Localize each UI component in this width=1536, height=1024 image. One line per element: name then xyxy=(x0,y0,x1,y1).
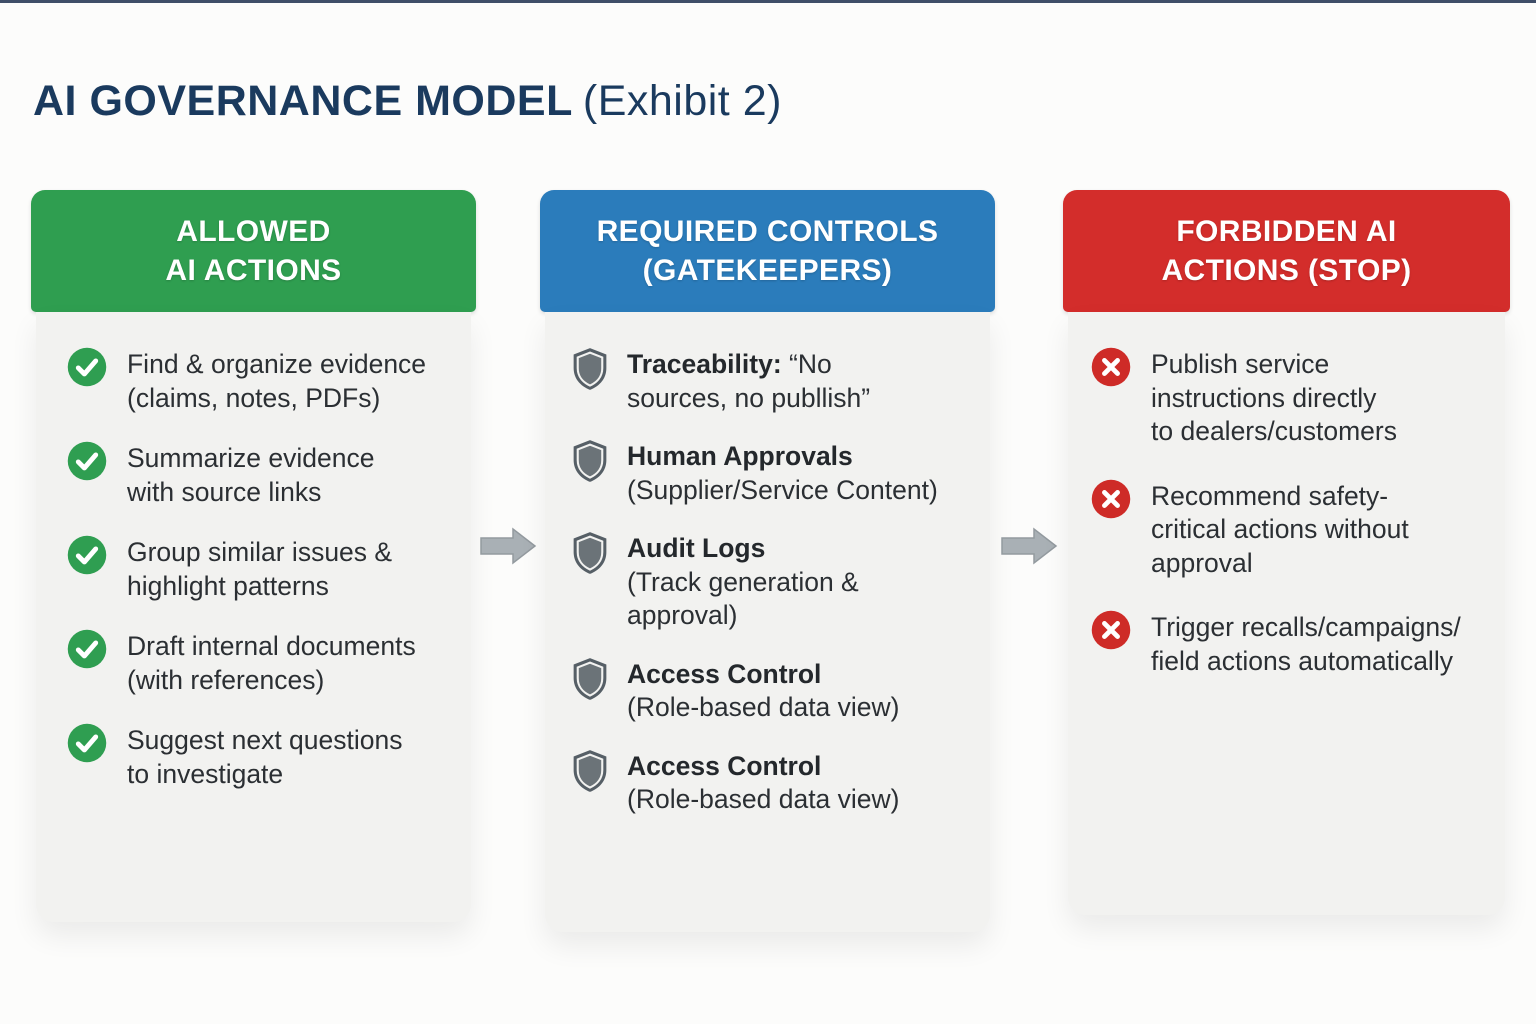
item-text: Group similar issues & highlight pattern… xyxy=(127,536,392,603)
item-text: Audit Logs (Track generation & approval) xyxy=(627,532,859,633)
x-circle-icon xyxy=(1090,346,1132,393)
column-header-required: REQUIRED CONTROLS (GATEKEEPERS) xyxy=(540,190,995,312)
item-rest: Draft internal documents (with reference… xyxy=(127,631,416,695)
item-rest: Summarize evidence with source links xyxy=(127,443,375,507)
item-text: Access Control (Role-based data view) xyxy=(627,750,900,817)
allowed-items-list: Find & organize evidence (claims, notes,… xyxy=(66,345,455,791)
list-item: Access Control (Role-based data view) xyxy=(568,655,974,725)
right-arrow-icon xyxy=(1001,527,1058,565)
shield-icon xyxy=(570,748,610,799)
item-text: Access Control (Role-based data view) xyxy=(627,658,900,725)
flow-arrow-zone xyxy=(995,526,1063,566)
item-rest: (Supplier/Service Content) xyxy=(627,474,938,505)
column-body-allowed: Find & organize evidence (claims, notes,… xyxy=(36,312,471,922)
required-items-list: Traceability: “No sources, no publlish” H… xyxy=(568,345,974,817)
item-text: Suggest next questions to investigate xyxy=(127,724,403,791)
item-rest: Recommend safety- critical actions witho… xyxy=(1151,480,1409,578)
check-circle-icon xyxy=(66,534,108,581)
item-text: Draft internal documents (with reference… xyxy=(127,630,416,697)
shield-icon xyxy=(570,438,610,489)
item-rest: (Role-based data view) xyxy=(627,692,900,722)
item-text: Summarize evidence with source links xyxy=(127,442,374,509)
list-item: Recommend safety- critical actions witho… xyxy=(1090,477,1491,581)
item-text: Recommend safety- critical actions witho… xyxy=(1151,480,1409,581)
list-item: Draft internal documents (with reference… xyxy=(66,627,455,697)
column-forbidden-ai-actions: FORBIDDEN AI ACTIONS (STOP) Publish serv… xyxy=(1063,190,1510,915)
column-header-forbidden: FORBIDDEN AI ACTIONS (STOP) xyxy=(1063,190,1510,312)
item-text: Traceability: “No sources, no publlish” xyxy=(627,348,870,415)
list-item: Summarize evidence with source links xyxy=(66,439,455,509)
top-border-strip xyxy=(0,0,1536,3)
x-circle-icon xyxy=(1090,609,1132,656)
item-lead: Traceability: xyxy=(627,349,782,379)
column-allowed-ai-actions: ALLOWED AI ACTIONS Find & organize evide… xyxy=(31,190,476,922)
column-body-required: Traceability: “No sources, no publlish” H… xyxy=(545,312,990,932)
check-circle-icon xyxy=(66,722,108,769)
list-item: Traceability: “No sources, no publlish” xyxy=(568,345,974,415)
item-rest: “No sources, no publlish” xyxy=(627,349,871,413)
column-required-controls: REQUIRED CONTROLS (GATEKEEPERS) Traceabi… xyxy=(540,190,995,932)
list-item: Audit Logs (Track generation & approval) xyxy=(568,529,974,633)
check-circle-icon xyxy=(66,440,108,487)
forbidden-items-list: Publish service instructions directly to… xyxy=(1090,345,1491,678)
item-rest: Suggest next questions to investigate xyxy=(127,725,403,789)
item-text: Find & organize evidence (claims, notes,… xyxy=(127,348,426,415)
item-rest: Trigger recalls/campaigns/ field actions… xyxy=(1151,612,1461,676)
item-rest: Publish service instructions directly to… xyxy=(1151,349,1397,446)
page-title-main: AI GOVERNANCE MODEL xyxy=(33,76,573,125)
list-item: Trigger recalls/campaigns/ field actions… xyxy=(1090,608,1491,678)
check-circle-icon xyxy=(66,346,108,393)
item-lead: Human Approvals xyxy=(627,441,853,471)
item-lead: Audit Logs xyxy=(627,533,766,563)
item-text: Publish service instructions directly to… xyxy=(1151,348,1397,449)
shield-icon xyxy=(570,530,610,581)
list-item: Group similar issues & highlight pattern… xyxy=(66,533,455,603)
x-circle-icon xyxy=(1090,478,1132,525)
page-title: AI GOVERNANCE MODEL(Exhibit 2) xyxy=(33,77,782,126)
governance-board: ALLOWED AI ACTIONS Find & organize evide… xyxy=(31,190,1510,932)
list-item: Suggest next questions to investigate xyxy=(66,721,455,791)
check-circle-icon xyxy=(66,628,108,675)
list-item: Find & organize evidence (claims, notes,… xyxy=(66,345,455,415)
list-item: Publish service instructions directly to… xyxy=(1090,345,1491,449)
item-text: Trigger recalls/campaigns/ field actions… xyxy=(1151,611,1461,678)
shield-icon xyxy=(570,656,610,707)
list-item: Access Control (Role-based data view) xyxy=(568,747,974,817)
item-rest: Group similar issues & highlight pattern… xyxy=(127,537,393,601)
item-rest: Find & organize evidence (claims, notes,… xyxy=(127,349,427,413)
flow-arrow-zone xyxy=(476,526,540,566)
item-rest: (Role-based data view) xyxy=(627,784,900,814)
right-arrow-icon xyxy=(480,527,537,565)
column-body-forbidden: Publish service instructions directly to… xyxy=(1068,312,1505,915)
page-title-suffix: (Exhibit 2) xyxy=(582,76,782,125)
column-header-allowed: ALLOWED AI ACTIONS xyxy=(31,190,476,312)
item-lead: Access Control xyxy=(627,658,822,689)
list-item: Human Approvals (Supplier/Service Conten… xyxy=(568,437,974,507)
item-rest: (Track generation & approval) xyxy=(627,566,859,631)
item-lead: Access Control xyxy=(627,750,822,781)
item-text: Human Approvals (Supplier/Service Conten… xyxy=(627,440,938,507)
shield-icon xyxy=(570,346,610,397)
